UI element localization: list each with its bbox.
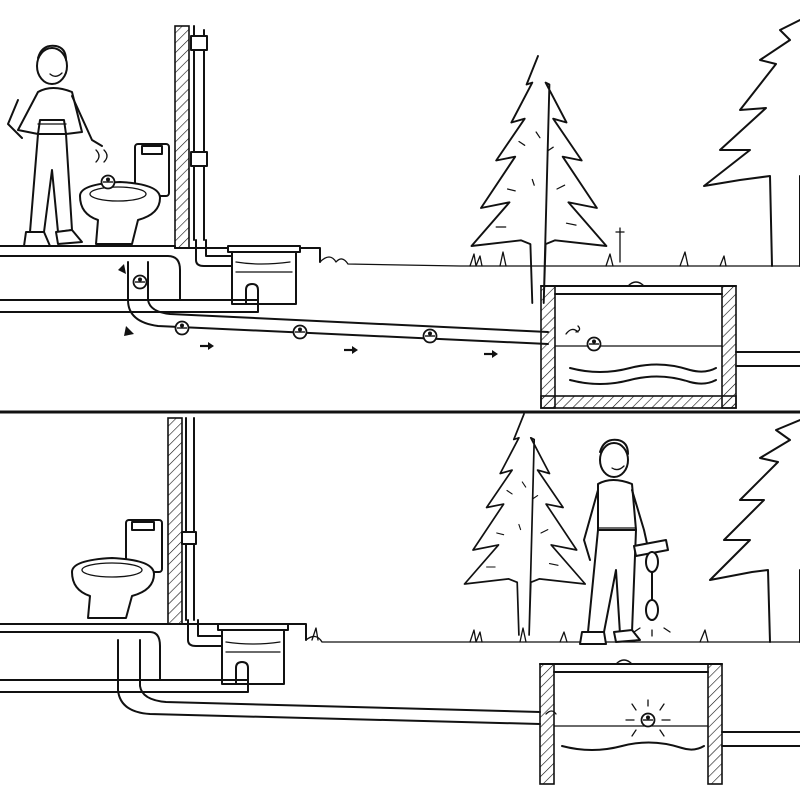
septic-tank-bottom: [539, 659, 800, 785]
house-wall: [174, 25, 190, 249]
person-flushing-icon: [7, 44, 108, 247]
toilet-icon: [79, 143, 170, 245]
junction-box: [217, 623, 289, 685]
septic-tank-top: [540, 281, 800, 409]
person-with-locator-icon: [579, 438, 649, 645]
top-panel: [0, 19, 800, 409]
floor-line: [0, 245, 321, 263]
pine-tree-icon: [463, 413, 587, 636]
junction-box: [227, 245, 301, 305]
house-wall: [167, 417, 183, 625]
locator-receiver-icon: [633, 539, 671, 637]
toilet-icon: [71, 519, 163, 619]
bottom-panel: [0, 413, 800, 785]
signal-burst-icon: [625, 699, 671, 737]
pine-tree-icon: [703, 19, 800, 267]
pine-tree-icon: [709, 419, 800, 643]
